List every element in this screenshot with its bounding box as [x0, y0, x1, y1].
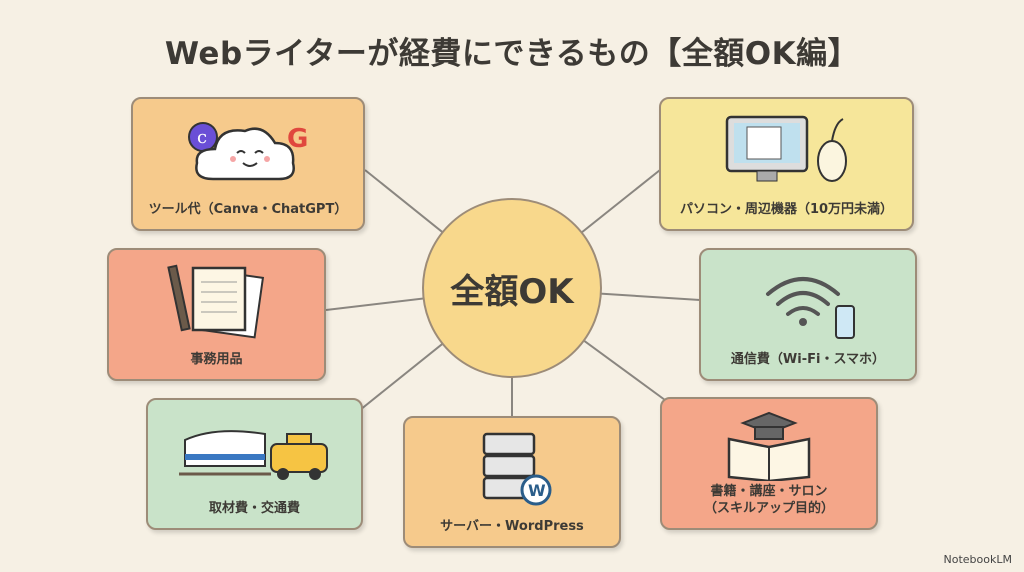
item-office: 事務用品	[107, 248, 326, 381]
item-communication: 通信費（Wi-Fi・スマホ）	[699, 248, 917, 381]
train-taxi-icon	[178, 430, 328, 480]
center-node: 全額OK	[422, 198, 602, 378]
item-label: 事務用品	[190, 352, 243, 368]
item-pc: パソコン・周辺機器（10万円未満）	[659, 97, 914, 231]
svg-text:W: W	[528, 481, 546, 500]
item-label: サーバー・WordPress	[440, 519, 584, 535]
item-label: 通信費（Wi-Fi・スマホ）	[730, 352, 886, 368]
item-label: パソコン・周辺機器（10万円未満）	[679, 202, 894, 218]
book-cap-icon	[727, 411, 811, 481]
svg-text:G: G	[287, 124, 308, 154]
item-label: 書籍・講座・サロン（スキルアップ目的）	[703, 483, 834, 517]
item-label: 取材費・交通費	[208, 501, 300, 517]
computer-mouse-icon	[725, 115, 847, 182]
server-icon: W	[482, 432, 552, 506]
notebooklm-logo: NotebookLM	[943, 553, 1012, 566]
item-label: ツール代（Canva・ChatGPT）	[148, 202, 348, 218]
item-books: 書籍・講座・サロン（スキルアップ目的）	[660, 397, 878, 530]
wifi-phone-icon	[766, 277, 855, 339]
svg-text:c: c	[197, 127, 207, 148]
item-travel: 取材費・交通費	[146, 398, 363, 530]
page-title: Webライターが経費にできるもの【全額OK編】	[164, 36, 860, 72]
item-server: W サーバー・WordPress	[403, 416, 621, 548]
cloud-tools-icon: c G	[188, 122, 308, 181]
center-label: 全額OK	[450, 271, 574, 312]
item-tools: c G ツール代（Canva・ChatGPT）	[131, 97, 365, 231]
notebook-pen-icon	[166, 264, 264, 339]
